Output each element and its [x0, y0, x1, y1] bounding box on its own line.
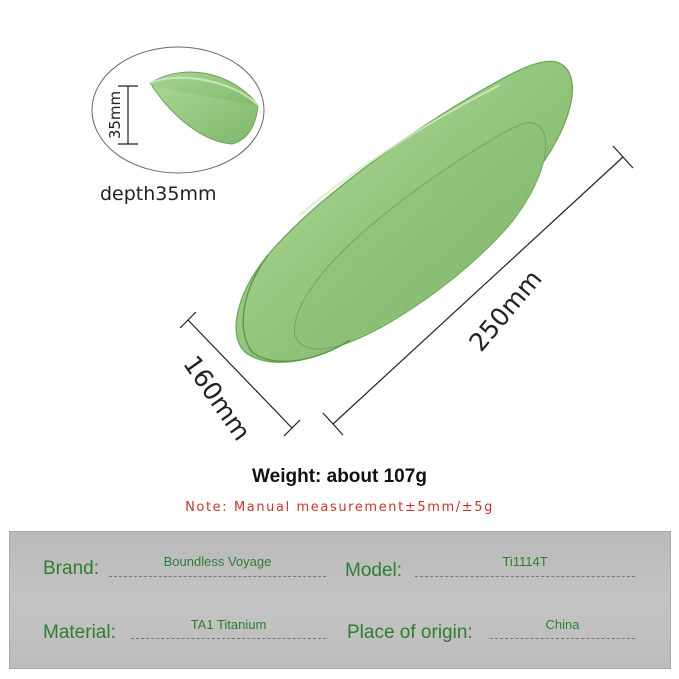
material-underline — [131, 638, 326, 639]
origin-label: Place of origin: — [347, 622, 473, 643]
bowl-highlight — [299, 84, 501, 216]
model-underline — [415, 576, 635, 577]
length-tick-start — [322, 412, 344, 436]
length-tick-end — [612, 145, 634, 169]
width-tick-start — [179, 311, 197, 329]
bowl-lower-edge — [242, 254, 351, 363]
depth-dimension-label: 35mm — [106, 91, 124, 139]
material-label: Material: — [43, 622, 116, 643]
length-dimension-line — [332, 156, 624, 425]
spec-panel: Brand: Boundless Voyage Model: Ti1114T M… — [9, 531, 671, 669]
titanium-bowl — [235, 60, 573, 363]
width-dimension-line — [187, 319, 293, 429]
origin-value: China — [545, 617, 580, 632]
depth-inset: 35mm — [91, 46, 265, 174]
length-dimension-label: 250mm — [463, 264, 547, 357]
model-label: Model: — [345, 560, 403, 581]
product-figure: 35mm 250mm 160mm — [91, 46, 634, 446]
brand-label: Brand: — [43, 558, 99, 579]
width-tick-end — [283, 419, 301, 437]
material-value: TA1 Titanium — [190, 617, 267, 632]
depth-caption: depth35mm — [100, 183, 217, 205]
weight-text: Weight: about 107g — [252, 466, 427, 487]
bowl-interior — [293, 122, 547, 350]
inset-bowl-rim — [149, 76, 259, 106]
measurement-note: Note: Manual measurement±5mm/±5g — [185, 500, 494, 515]
model-value: Ti1114T — [502, 554, 548, 569]
inset-bowl-body — [151, 85, 259, 145]
brand-value: Boundless Voyage — [163, 554, 272, 569]
width-dimension-label: 160mm — [177, 350, 256, 446]
origin-underline — [490, 638, 635, 639]
brand-underline — [109, 576, 326, 577]
